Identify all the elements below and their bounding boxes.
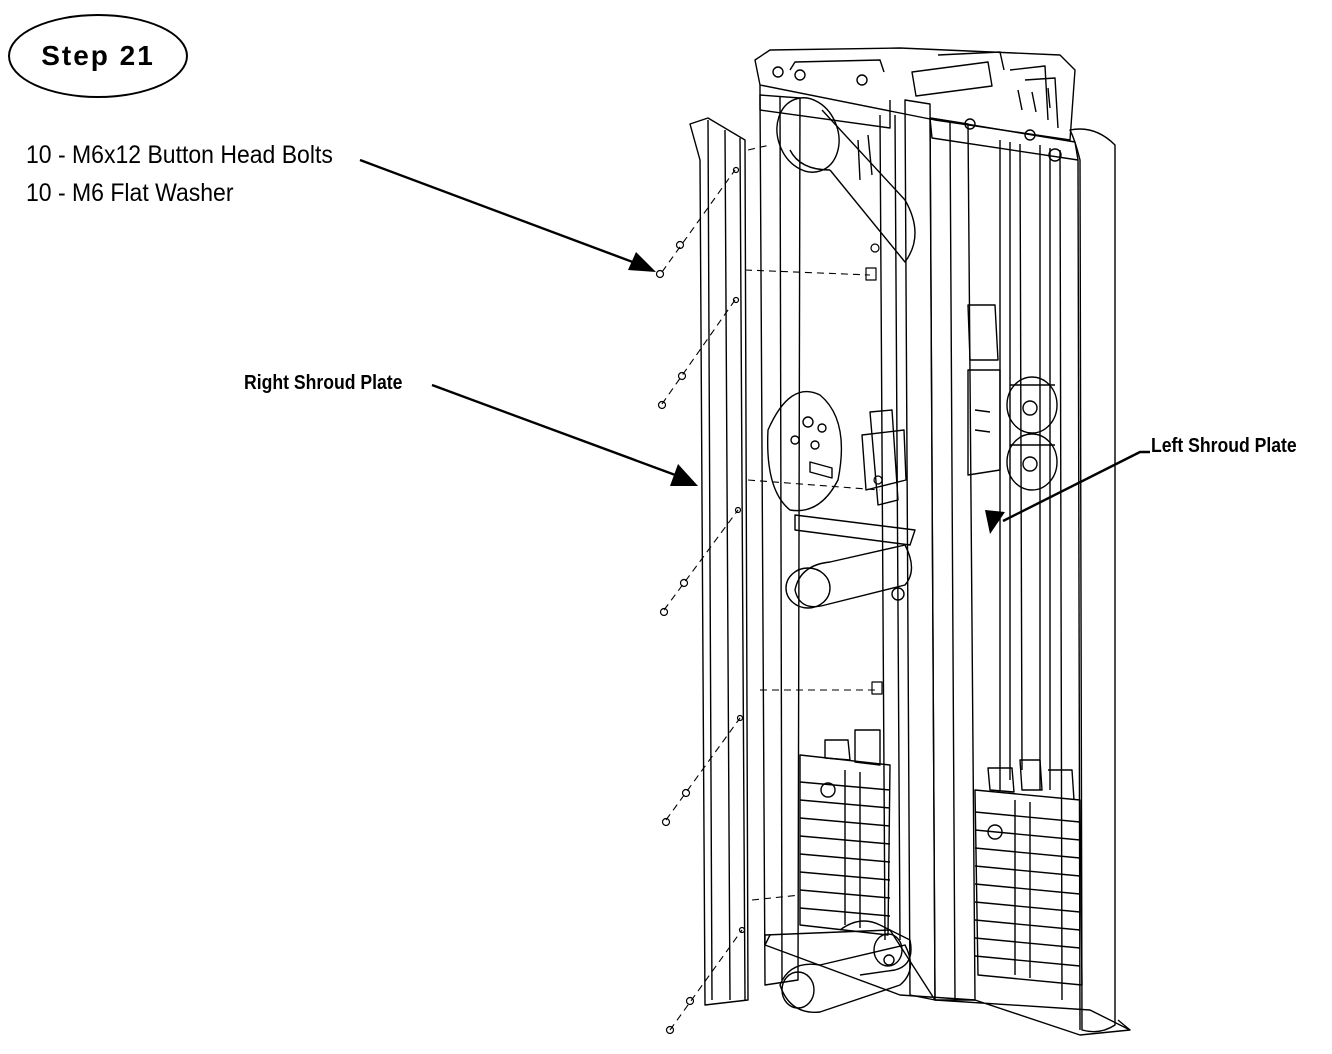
step-label: Step 21: [41, 40, 155, 71]
callout-arrows: [359, 158, 1150, 523]
right-shroud-label: Right Shroud Plate: [244, 372, 403, 394]
right-shroud-arrowhead: [670, 464, 698, 486]
right-shroud-plate: [689, 117, 749, 1006]
mid-pulley-carriage: [766, 390, 916, 609]
left-shroud-leader-line: [1002, 450, 1150, 523]
left-inner-column: [759, 94, 901, 986]
fastener-leaders: [661, 144, 881, 1031]
upper-pulley-arm: [776, 97, 916, 263]
left-weight-stack: [799, 729, 891, 936]
left-shroud-arrowhead: [985, 510, 1005, 534]
right-weight-stack: [974, 759, 1083, 986]
left-shroud-label: Left Shroud Plate: [1151, 435, 1297, 457]
hardware-list: 10 - M6x12 Button Head Bolts 10 - M6 Fla…: [26, 136, 333, 212]
right-pulleys: [967, 304, 1058, 491]
base-assembly: [764, 920, 1131, 1036]
right-shroud-leader-line: [431, 383, 679, 478]
step-badge: Step 21: [8, 14, 188, 98]
hardware-arrowhead: [628, 252, 656, 272]
hardware-item: 10 - M6 Flat Washer: [26, 179, 234, 207]
hardware-item: 10 - M6x12 Button Head Bolts: [26, 141, 333, 169]
right-column: [999, 128, 1116, 1033]
top-frame: [754, 47, 1079, 162]
hardware-leader-line: [359, 158, 639, 266]
bolts-and-washers: [655, 166, 883, 1035]
